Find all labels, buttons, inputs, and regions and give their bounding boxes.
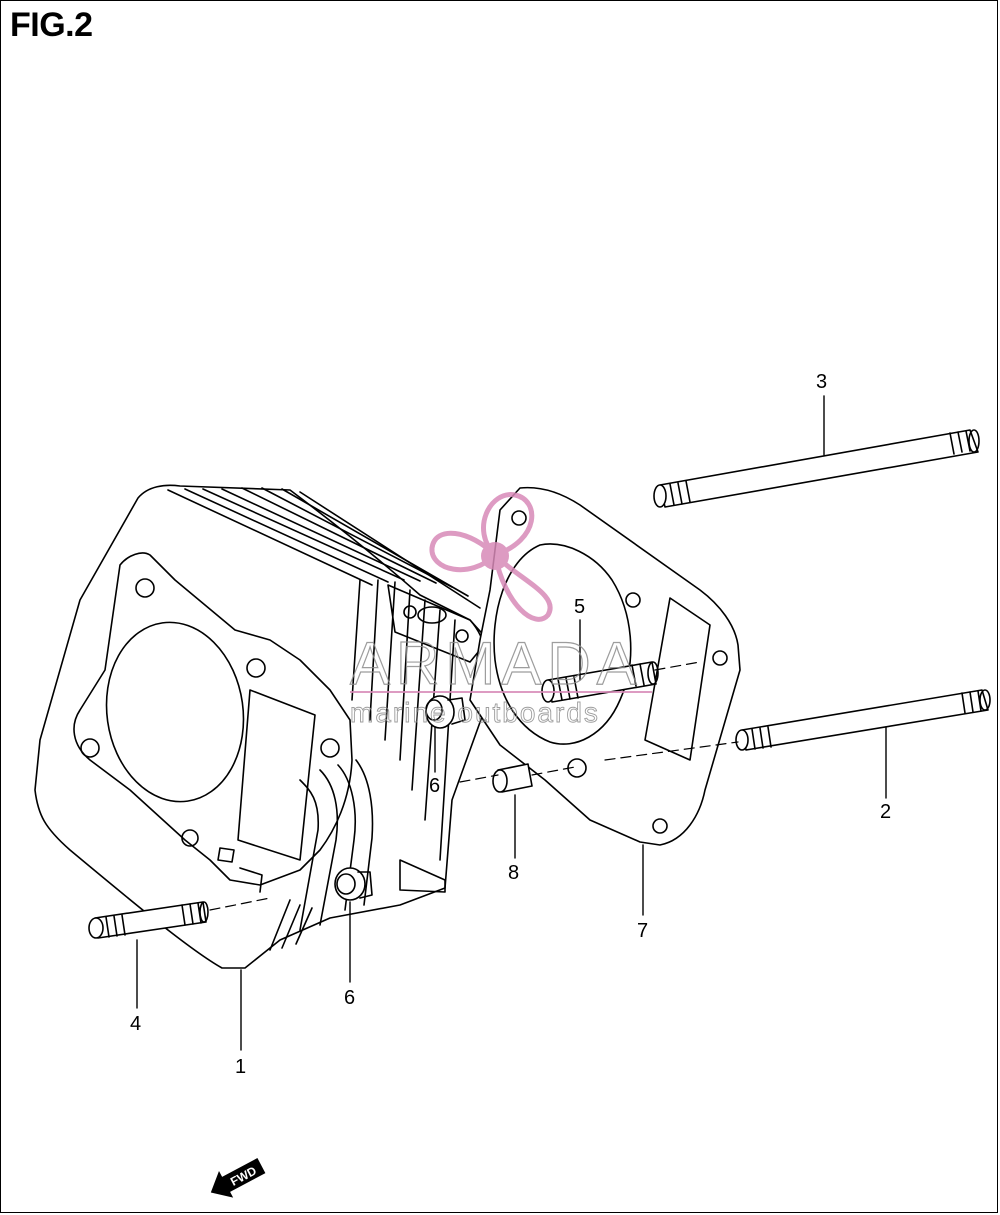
cylinder-gasket [469, 486, 741, 846]
propeller-logo-icon [429, 492, 553, 622]
callout-4: 4 [130, 1013, 141, 1035]
callout-6-upper: 6 [429, 775, 440, 797]
watermark-tagline: marine outboards [350, 697, 600, 728]
stud-bolt-4 [88, 901, 209, 939]
stud-bolt-3 [653, 429, 980, 508]
dowel-sleeve-6-upper [425, 695, 466, 729]
callout-6-lower: 6 [344, 987, 355, 1009]
stud-bolt-2 [735, 689, 991, 751]
callout-7: 7 [637, 920, 648, 942]
forward-arrow-icon: FWD [210, 1158, 266, 1198]
callout-2: 2 [880, 801, 891, 823]
callout-3: 3 [816, 371, 827, 393]
watermark: ARMADA marine outboards [349, 492, 652, 728]
callout-1: 1 [235, 1056, 246, 1078]
callout-5: 5 [574, 596, 585, 618]
watermark-brand: ARMADA [350, 630, 643, 697]
dowel-pin-8 [492, 763, 533, 793]
callouts: 3 2 5 6 6 8 7 4 1 [130, 371, 891, 1078]
dowel-sleeve-6-lower [334, 867, 373, 901]
figure-title: FIG.2 [10, 6, 93, 44]
alignment-lines [209, 661, 739, 911]
leader-lines [136, 395, 887, 1051]
callout-8: 8 [508, 862, 519, 884]
